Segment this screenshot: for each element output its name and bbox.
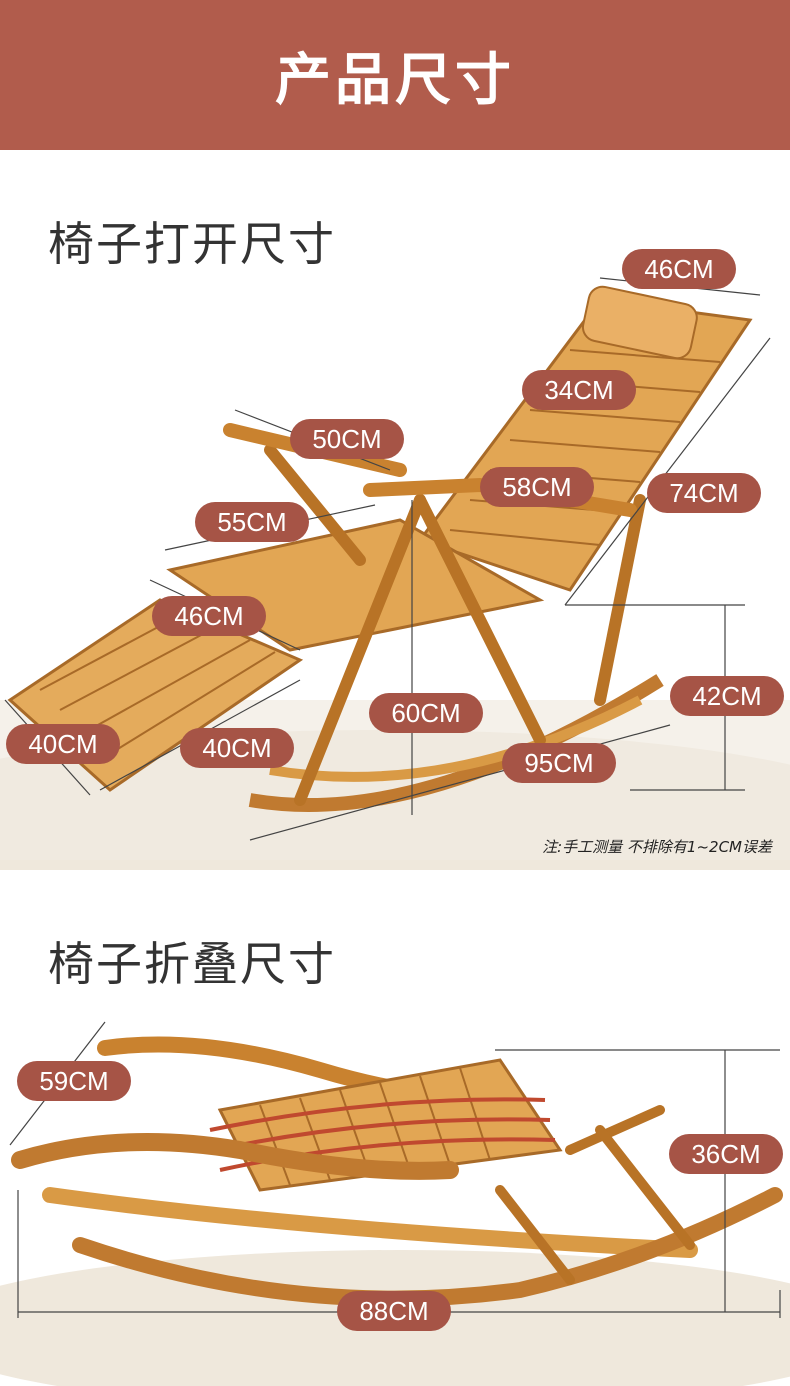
dimension-label: 95CM bbox=[502, 743, 616, 783]
measurement-note: 注:手工测量 不排除有1~2CM误差 bbox=[542, 838, 772, 856]
dimension-label: 50CM bbox=[290, 419, 404, 459]
dimension-label: 36CM bbox=[669, 1134, 783, 1174]
folded-section-title: 椅子折叠尺寸 bbox=[48, 937, 336, 991]
dimension-label: 34CM bbox=[522, 370, 636, 410]
open-section-title: 椅子打开尺寸 bbox=[48, 217, 336, 271]
open-chair-scene: 46CM 34CM 50CM 58CM 74CM 55CM 46CM 42CM … bbox=[0, 249, 790, 870]
dimension-label: 40CM bbox=[6, 724, 120, 764]
dimension-label: 60CM bbox=[369, 693, 483, 733]
dimension-label: 40CM bbox=[180, 728, 294, 768]
page-title: 产品尺寸 bbox=[275, 47, 515, 113]
dimension-label: 46CM bbox=[622, 249, 736, 289]
dimension-label: 74CM bbox=[647, 473, 761, 513]
dimension-label: 59CM bbox=[17, 1061, 131, 1101]
dimension-label: 58CM bbox=[480, 467, 594, 507]
dimension-label: 42CM bbox=[670, 676, 784, 716]
dimension-label: 46CM bbox=[152, 596, 266, 636]
dimension-label: 55CM bbox=[195, 502, 309, 542]
folded-chair-scene: 59CM 36CM 88CM bbox=[0, 1000, 790, 1386]
page-header: 产品尺寸 bbox=[0, 0, 790, 150]
dimension-label: 88CM bbox=[337, 1291, 451, 1331]
